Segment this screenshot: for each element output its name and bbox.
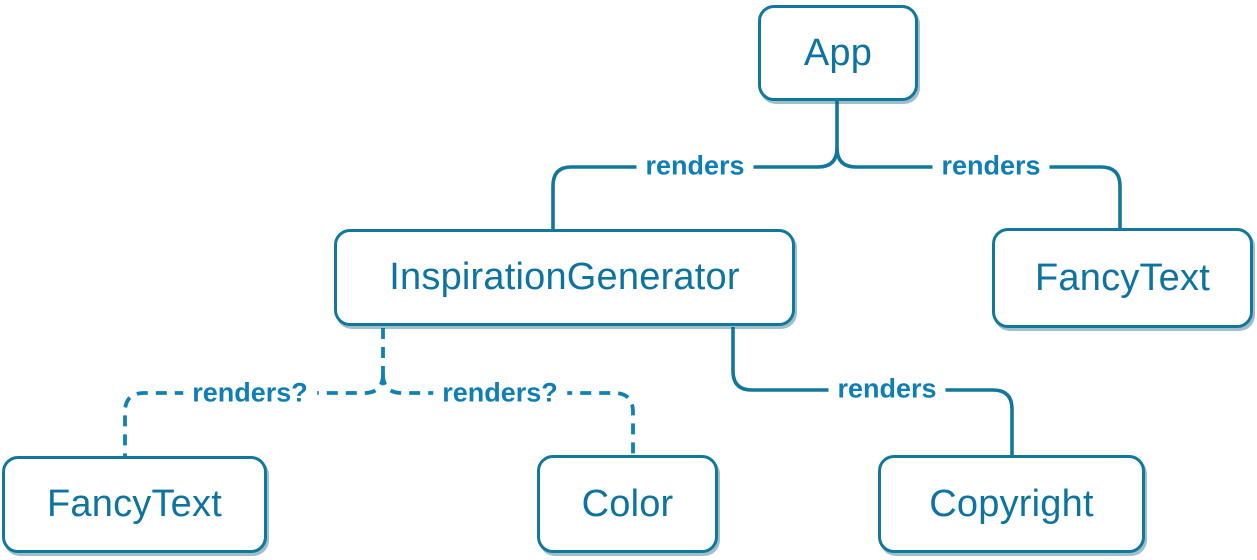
edge-label-renders: renders (932, 150, 1050, 182)
edge-app-fancytext (835, 147, 1122, 229)
edge-inspirationgenerator-fancytext-dashed (123, 373, 385, 457)
node-fancy-text-bottom: FancyText (2, 456, 267, 553)
edge-label-renders: renders (636, 150, 754, 182)
node-copyright: Copyright (878, 455, 1145, 553)
node-app: App (758, 5, 918, 101)
edge-app-inspirationgenerator (551, 147, 839, 230)
edge-label-renders-question: renders? (183, 377, 317, 409)
node-fancy-text-top: FancyText (992, 228, 1253, 328)
edge-inspirationgenerator-color-dashed (381, 373, 635, 456)
node-inspiration-generator: InspirationGenerator (334, 229, 795, 326)
node-color: Color (537, 455, 718, 553)
edge-label-renders: renders (828, 373, 946, 405)
edge-label-renders-question: renders? (433, 377, 567, 409)
